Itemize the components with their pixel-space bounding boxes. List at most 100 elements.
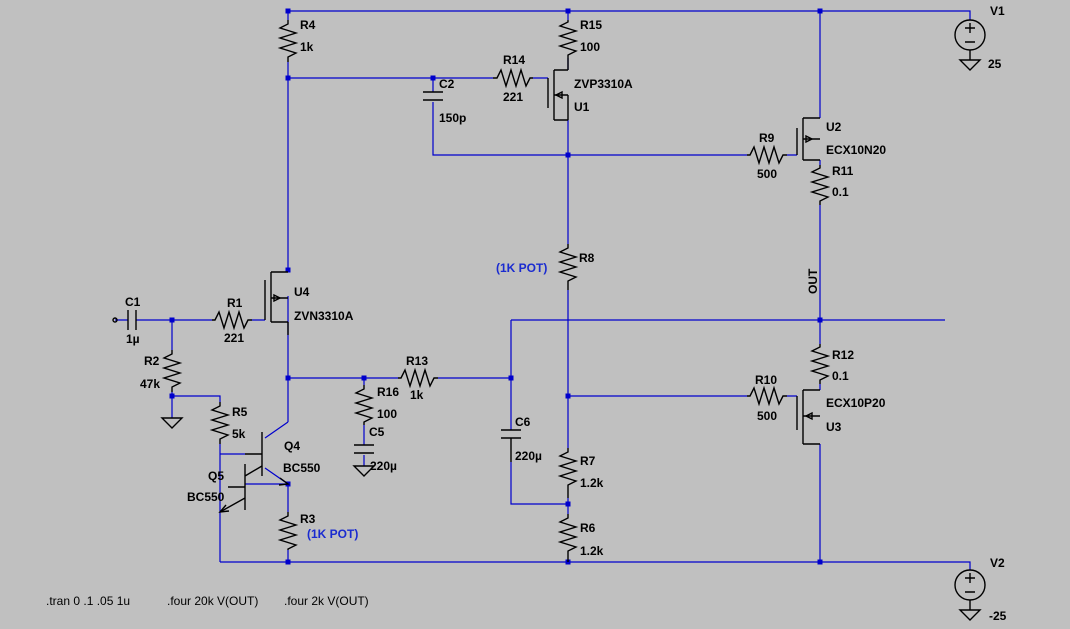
resistor-r3[interactable] [277, 512, 299, 550]
ground-symbol [958, 59, 982, 71]
label-c5-value: 220µ [370, 459, 397, 473]
junction-dot [565, 8, 571, 14]
label-c2-value: 150p [439, 111, 466, 125]
label-r9-name: R9 [759, 131, 775, 145]
directive-four-20k[interactable]: .four 20k V(OUT) [167, 594, 258, 608]
junction-dot [285, 8, 291, 14]
label-v1-name: V1 [990, 4, 1005, 18]
label-r2-name: R2 [144, 354, 160, 368]
resistors [161, 20, 831, 562]
label-u2-model: ECX10N20 [826, 143, 886, 157]
capacitor-c5[interactable] [354, 444, 374, 454]
source-v2[interactable] [954, 569, 986, 610]
label-c6-value: 220µ [515, 449, 542, 463]
label-r9-value: 500 [757, 167, 777, 181]
bjt-q5[interactable] [218, 464, 263, 513]
resistor-r5[interactable] [209, 402, 231, 444]
ground-symbol [352, 465, 376, 477]
label-r11-name: R11 [832, 164, 854, 178]
wire-out-node [510, 319, 945, 505]
voltage-sources [954, 19, 986, 610]
label-v2-value: -25 [989, 609, 1007, 623]
resistor-r1[interactable] [212, 309, 252, 331]
junction-dot [361, 375, 367, 381]
label-r7-value: 1.2k [580, 476, 604, 490]
resistor-r2[interactable] [161, 350, 183, 392]
label-c1-value: 1µ [126, 332, 140, 346]
label-c5-name: C5 [369, 425, 385, 439]
label-u4-name: U4 [294, 285, 310, 299]
spice-directives: .tran 0 .1 .05 1u .four 20k V(OUT) .four… [46, 594, 369, 608]
label-q4-model: BC550 [283, 461, 321, 475]
resistor-r11[interactable] [809, 165, 831, 205]
junction-dot [169, 317, 175, 323]
wire-bottom-rail [220, 561, 971, 570]
label-r10-name: R10 [755, 373, 777, 387]
label-v2-name: V2 [990, 556, 1005, 570]
resistor-r14[interactable] [493, 67, 533, 89]
label-r7-name: R7 [580, 454, 596, 468]
junction-dot [817, 8, 823, 14]
label-r14-name: R14 [503, 53, 525, 67]
label-r12-name: R12 [832, 348, 854, 362]
resistor-r7[interactable] [557, 448, 579, 498]
label-u4-model: ZVN3310A [294, 309, 354, 323]
wire-q4-q5 [245, 421, 289, 562]
capacitor-c6[interactable] [501, 429, 521, 462]
label-u3-name: U3 [826, 420, 842, 434]
label-r8-name: R8 [579, 251, 595, 265]
resistor-r13[interactable] [398, 367, 438, 389]
label-r1-name: R1 [227, 296, 243, 310]
label-r2-value: 47k [140, 377, 160, 391]
wire-r2 [171, 320, 245, 562]
mosfet-u3[interactable] [796, 389, 820, 445]
resistor-r10[interactable] [747, 385, 787, 407]
label-c6-name: C6 [515, 415, 531, 429]
label-r12-value: 0.1 [832, 369, 849, 383]
label-r8-value: (1K POT) [496, 261, 547, 275]
junction-dot [565, 152, 571, 158]
capacitor-c2[interactable] [423, 91, 443, 101]
junction-dot [508, 375, 514, 381]
label-q5-name: Q5 [208, 469, 224, 483]
net-label-out: OUT [806, 268, 820, 294]
resistor-r16[interactable] [353, 385, 375, 425]
mosfet-u2[interactable] [796, 117, 820, 161]
mosfet-u4[interactable] [264, 271, 289, 335]
source-v1[interactable] [954, 19, 986, 60]
label-r16-name: R16 [377, 385, 399, 399]
label-v1-value: 25 [988, 57, 1002, 71]
junction-dot [285, 559, 291, 565]
label-q4-name: Q4 [284, 439, 300, 453]
label-r16-value: 100 [377, 407, 397, 421]
junction-dot [430, 75, 436, 81]
resistor-r9[interactable] [747, 144, 787, 166]
label-u2-name: U2 [826, 120, 842, 134]
label-r4-value: 1k [300, 40, 314, 54]
mosfet-u1[interactable] [547, 58, 569, 121]
resistor-r6[interactable] [557, 514, 579, 562]
label-r14-value: 221 [503, 90, 523, 104]
directive-tran[interactable]: .tran 0 .1 .05 1u [46, 594, 130, 608]
label-r6-name: R6 [580, 521, 596, 535]
junction-dot [285, 75, 291, 81]
label-r1-value: 221 [224, 331, 244, 345]
resistor-r15[interactable] [557, 20, 579, 58]
resistor-r12[interactable] [809, 344, 831, 384]
directive-four-2k[interactable]: .four 2k V(OUT) [284, 594, 369, 608]
label-u3-model: ECX10P20 [826, 396, 886, 410]
capacitor-c1[interactable] [127, 310, 137, 330]
resistor-r8[interactable] [557, 244, 579, 290]
label-r10-value: 500 [757, 409, 777, 423]
ground-symbol [958, 609, 982, 621]
resistor-r4[interactable] [277, 20, 299, 62]
label-r3-value: (1K POT) [307, 527, 358, 541]
junctions [169, 8, 823, 565]
label-r4-name: R4 [300, 18, 316, 32]
label-r3-name: R3 [300, 512, 316, 526]
input-terminal[interactable] [112, 317, 118, 323]
bjt-q4[interactable] [245, 432, 290, 486]
wires [115, 10, 971, 570]
label-c2-name: C2 [439, 77, 455, 91]
